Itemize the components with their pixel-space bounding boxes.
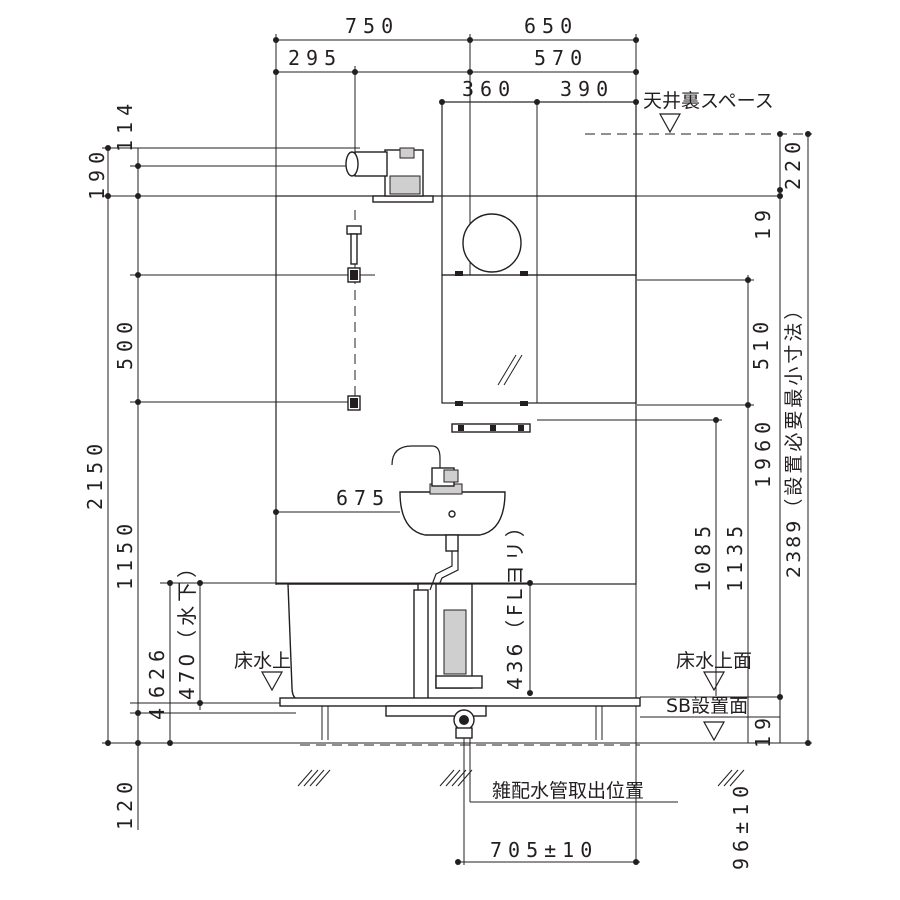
floor-water-label-right: 床水上面 xyxy=(676,650,752,672)
dim-360: 360 xyxy=(462,77,516,101)
dim-220: 220 xyxy=(781,136,805,190)
dim-470-water: 470（水下） xyxy=(175,554,199,700)
drain-pipe-vertical xyxy=(413,589,429,701)
dim-1150: 1150 xyxy=(113,518,137,590)
dim-19: 19 xyxy=(751,204,775,240)
mirror-cabinet xyxy=(441,101,637,406)
shower-head-icon xyxy=(346,225,362,235)
dim-190: 190 xyxy=(85,146,109,200)
top-dimension-lines xyxy=(273,34,639,865)
dim-2389-min: 2389（設置必要最小寸法） xyxy=(783,298,805,578)
basin-drain xyxy=(445,534,459,552)
sb-marker-icon xyxy=(702,721,726,742)
light-fixture xyxy=(462,213,522,273)
dim-120: 120 xyxy=(113,776,137,830)
ventilation-fan xyxy=(345,147,434,203)
ceiling-space-label: 天井裏スペース xyxy=(643,90,774,112)
dim-1085: 1085 xyxy=(691,520,715,592)
drain-trap-base xyxy=(385,705,487,717)
lower-unit xyxy=(279,583,641,746)
left-dimension-lines xyxy=(102,145,812,830)
dim-390: 390 xyxy=(560,77,614,101)
dim-626: 626 xyxy=(145,644,169,698)
ceiling-marker-icon xyxy=(658,113,682,134)
dim-705: 705±10 xyxy=(490,838,598,862)
sb-level-label: SB設置面 xyxy=(666,695,748,717)
faucet-spout xyxy=(391,445,441,484)
fan-plate xyxy=(372,195,434,203)
floor-hatching xyxy=(297,769,745,787)
dim-295: 295 xyxy=(288,46,342,70)
fan-duct xyxy=(354,151,388,177)
dim-675: 675 xyxy=(336,486,390,510)
dim-650: 650 xyxy=(524,14,578,38)
dim-1960: 1960 xyxy=(751,416,775,488)
dim-500: 500 xyxy=(113,316,137,370)
dim-1135: 1135 xyxy=(723,520,747,592)
dim-436: 436（FLヨリ） xyxy=(503,513,527,690)
dim-96: 96±10 xyxy=(729,780,753,870)
shower-rail xyxy=(346,210,362,411)
right-inner-dimension-lines xyxy=(537,131,811,746)
tub-bowl xyxy=(287,583,419,703)
shelf xyxy=(451,423,531,433)
dim-114: 114 xyxy=(113,98,137,152)
dim-2150: 2150 xyxy=(83,438,107,510)
dim-570: 570 xyxy=(534,46,588,70)
wash-basin xyxy=(273,445,506,593)
floor-water-marker-right-icon xyxy=(702,671,726,692)
dim-19-lower: 19 xyxy=(751,712,775,748)
dim-750: 750 xyxy=(345,14,399,38)
drain-trap xyxy=(429,551,453,591)
pipe-position-label: 雑配水管取出位置 xyxy=(492,780,644,802)
floor-water-marker-left-icon xyxy=(260,671,284,692)
dim-4: 4 xyxy=(145,702,169,720)
cabinet-mirror xyxy=(441,274,637,404)
floor-pan xyxy=(279,697,641,707)
dim-510: 510 xyxy=(749,316,773,370)
